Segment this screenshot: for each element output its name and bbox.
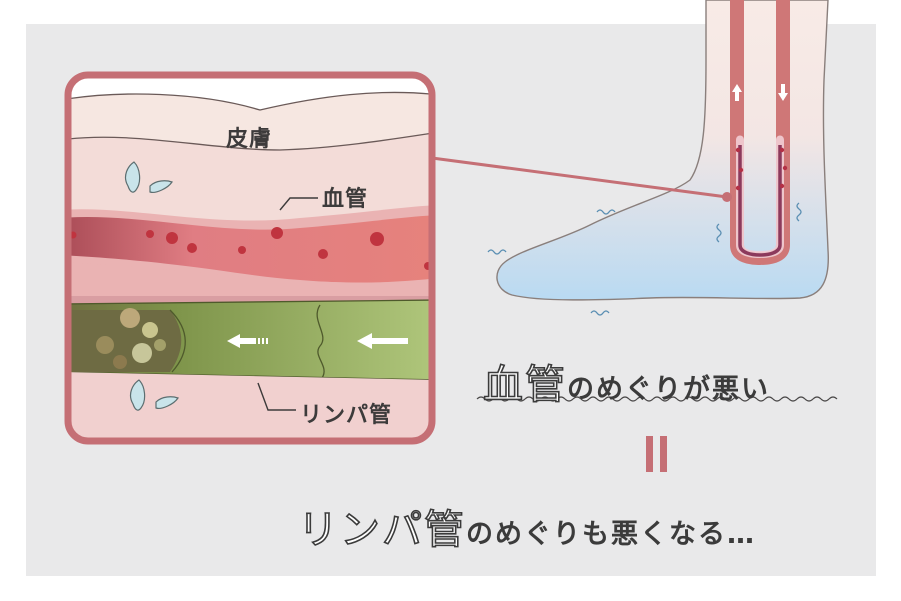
- equals-sign: [646, 436, 670, 472]
- caption-bottom: リンパ管のめぐりも悪くなる…: [298, 497, 756, 555]
- connector-line: [432, 158, 727, 197]
- caption-top: 血管のめぐりが悪い: [483, 352, 770, 410]
- caption-bottom-highlight: リンパ管: [298, 507, 466, 553]
- clog: [68, 308, 181, 372]
- foot: [488, 0, 828, 315]
- label-skin: 皮膚: [226, 121, 272, 153]
- caption-top-rest: のめぐりが悪い: [567, 374, 770, 405]
- label-lymph-vessel: リンパ管: [300, 397, 392, 429]
- label-blood-vessel: 血管: [322, 181, 368, 213]
- caption-bottom-rest: のめぐりも悪くなる…: [466, 519, 756, 550]
- caption-top-highlight: 血管: [483, 362, 567, 408]
